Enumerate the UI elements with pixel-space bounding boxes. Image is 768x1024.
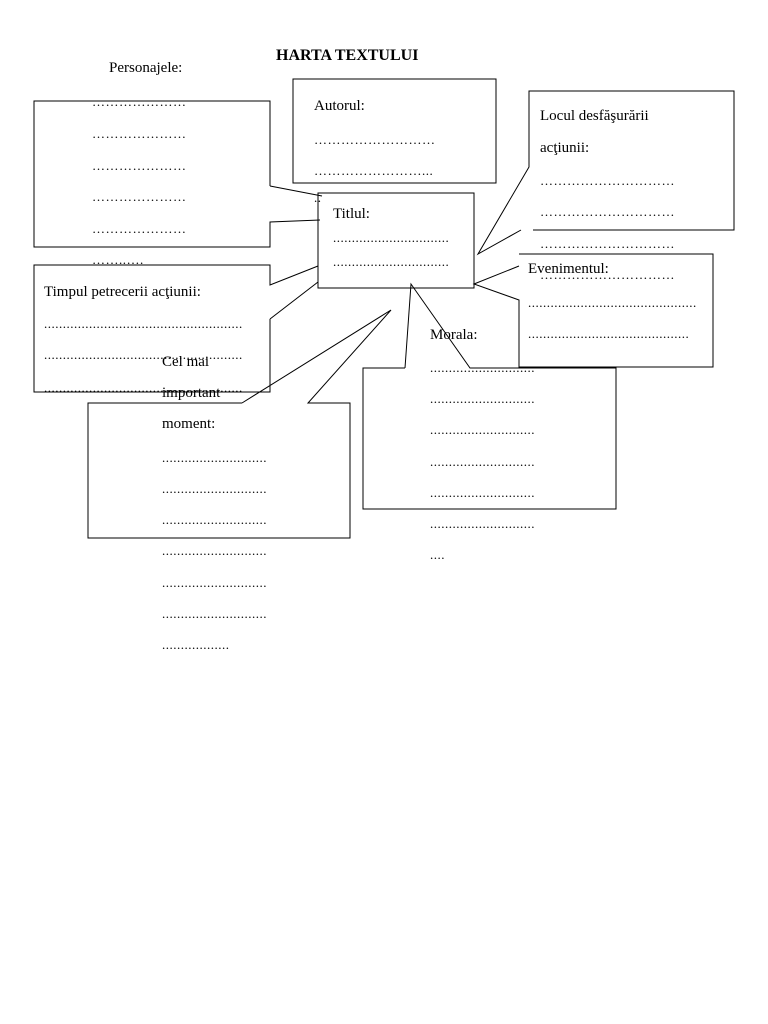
moment-line: .................. bbox=[162, 637, 230, 652]
moment-label-3: moment: bbox=[162, 416, 216, 432]
timp-label: Timpul petrecerii acţiunii: bbox=[44, 284, 201, 300]
morala-line: ............................ bbox=[430, 422, 535, 437]
eveniment-label: Evenimentul: bbox=[528, 261, 609, 277]
eveniment-line: ........................................… bbox=[528, 295, 697, 310]
personaje-pointer bbox=[269, 185, 323, 197]
titlu-box bbox=[317, 192, 475, 289]
personaje-box bbox=[33, 100, 321, 248]
personaje-line: ……..…. bbox=[92, 252, 144, 267]
personaje-line: ………………… bbox=[92, 126, 187, 141]
timp-line: ........................................… bbox=[44, 316, 243, 331]
morala-box bbox=[362, 282, 617, 510]
eveniment-line: ........................................… bbox=[528, 326, 690, 341]
titlu-line: ............................... bbox=[333, 230, 450, 245]
titlu-label: Titlul: bbox=[333, 206, 370, 222]
moment-line: ............................ bbox=[162, 450, 267, 465]
loc-line: ………………………… bbox=[540, 236, 675, 251]
moment-box bbox=[87, 309, 392, 539]
timp-line: ........................................… bbox=[44, 347, 243, 362]
moment-line: ............................ bbox=[162, 606, 267, 621]
morala-label: Morala: bbox=[430, 327, 478, 343]
personaje-line: ………………… bbox=[92, 221, 187, 236]
moment-line: ............................ bbox=[162, 543, 267, 558]
eveniment-box bbox=[472, 253, 714, 368]
morala-line: ............................ bbox=[430, 454, 535, 469]
morala-line: ............................ bbox=[430, 485, 535, 500]
loc-label-2: acţiunii: bbox=[540, 140, 590, 156]
page-title: HARTA TEXTULUI bbox=[276, 47, 419, 64]
timp-pointer bbox=[269, 281, 319, 320]
moment-line: ............................ bbox=[162, 481, 267, 496]
autor-line: ……………………... bbox=[314, 163, 434, 178]
morala-line: .... bbox=[430, 547, 445, 562]
autor-box bbox=[292, 78, 497, 184]
moment-line: ............................ bbox=[162, 512, 267, 527]
personaje-line: ………………… bbox=[92, 189, 187, 204]
titlu-line: ............................... bbox=[333, 254, 450, 269]
autor-line: ……………………… bbox=[314, 132, 436, 147]
morala-line: ............................ bbox=[430, 516, 535, 531]
morala-line: ............................ bbox=[430, 391, 535, 406]
morala-line: ............................ bbox=[430, 360, 535, 375]
loc-label-1: Locul desfăşurării bbox=[540, 108, 649, 124]
personaje-line: ………………… bbox=[92, 158, 187, 173]
personaje-line: ………………… bbox=[92, 94, 187, 109]
moment-line: ............................ bbox=[162, 575, 267, 590]
moment-label-1: Cel mai bbox=[162, 354, 210, 370]
autor-line: .. bbox=[314, 190, 322, 205]
loc-box bbox=[476, 90, 735, 256]
loc-line: ………………………… bbox=[540, 173, 675, 188]
moment-label-2: important bbox=[162, 385, 221, 401]
timp-box bbox=[33, 264, 319, 393]
autor-label: Autorul: bbox=[314, 98, 365, 114]
loc-line: ………………………… bbox=[540, 267, 675, 282]
loc-line: ………………………… bbox=[540, 204, 675, 219]
timp-line: ........................................… bbox=[44, 380, 243, 395]
personaje-label: Personajele: bbox=[109, 60, 183, 76]
